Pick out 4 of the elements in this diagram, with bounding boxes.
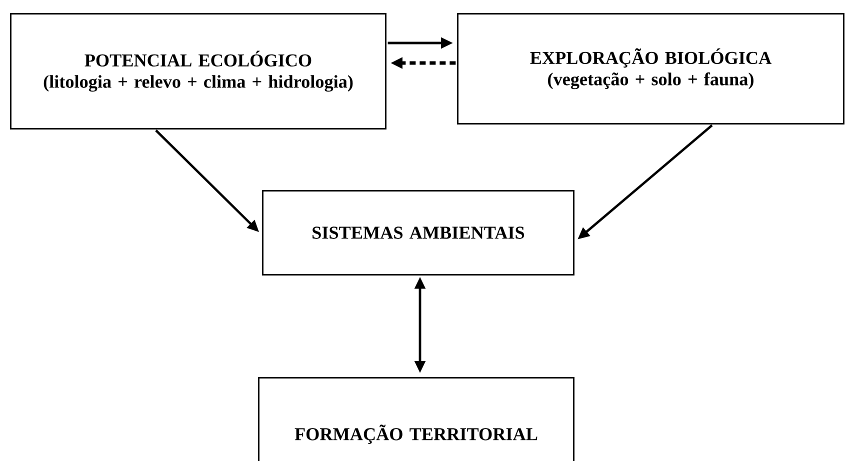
concept-box: FORMAÇÃO TERRITORIAL: [258, 377, 574, 461]
concept-box: EXPLORAÇÃO BIOLÓGICA (vegetação + solo + fauna): [457, 13, 844, 124]
concept-box: POTENCIAL ECOLÓGICO (litologia + relevo + clima + hidrologia): [10, 13, 386, 130]
concept-box: SISTEMAS AMBIENTAIS: [262, 190, 574, 276]
